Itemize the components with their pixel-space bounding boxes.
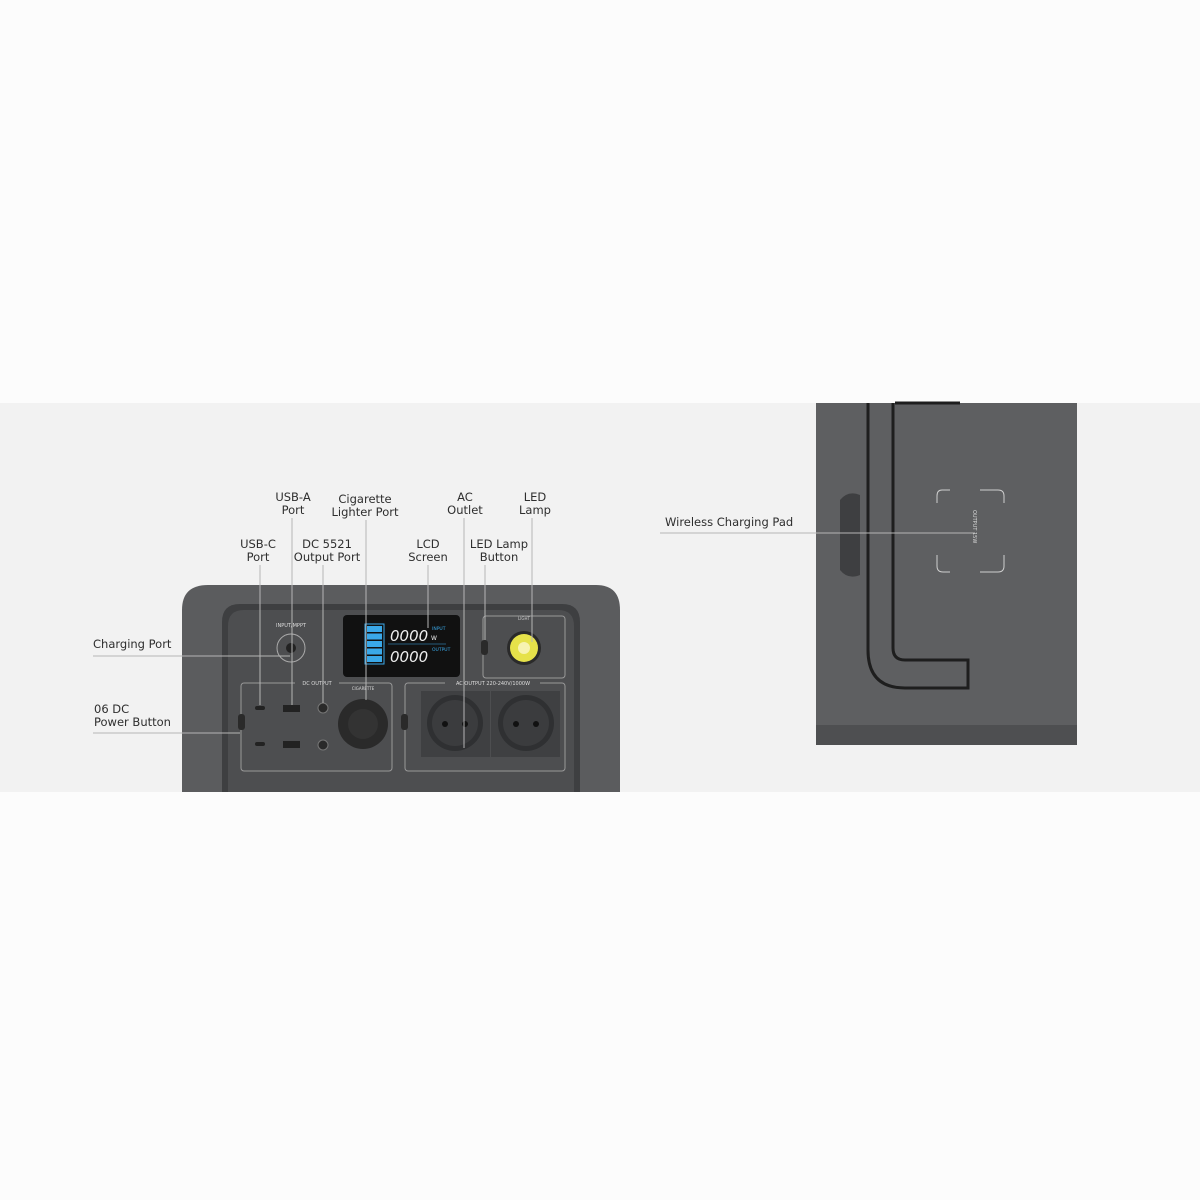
lcd-screen <box>343 615 460 677</box>
ac-output-print: AC OUTPUT 220-240V/1000W <box>456 681 530 687</box>
lcd-output-label: OUTPUT <box>432 647 451 653</box>
lcd-input-value: 0000 <box>390 627 428 645</box>
dc-power-button <box>238 714 245 730</box>
lcd-output-value: 0000 <box>390 648 428 666</box>
wireless-charging-pad <box>936 489 1005 573</box>
power-station-front: INPUT/MPPT 0000 0000 INPUT OUTPUT W LIGH… <box>182 585 620 792</box>
ac-outlet <box>491 691 560 757</box>
led-lamp-button <box>481 640 488 655</box>
callout-charging-port: Charging Port <box>93 637 172 651</box>
usb-c-port <box>255 706 265 710</box>
dc-output-print: DC OUTPUT <box>302 681 332 687</box>
lcd-input-label: INPUT <box>432 626 446 632</box>
cigarette-print: CIGARETTE <box>352 686 375 691</box>
ac-power-button <box>401 714 408 730</box>
dc5521-port <box>317 702 329 714</box>
battery-level-icon <box>367 626 382 662</box>
usb-a-port <box>283 705 300 712</box>
lcd-unit: W <box>431 635 437 642</box>
input-mppt-print: INPUT/MPPT <box>276 623 307 629</box>
wireless-output-print: OUTPUT 15W <box>971 510 977 543</box>
leader-lines <box>93 518 975 748</box>
charging-port <box>276 633 306 663</box>
callout-wireless-charging-pad: Wireless Charging Pad <box>665 515 794 529</box>
power-station-side: OUTPUT 15W <box>816 401 1077 745</box>
light-print: LIGHT <box>518 616 531 621</box>
ac-outlet <box>421 691 490 757</box>
